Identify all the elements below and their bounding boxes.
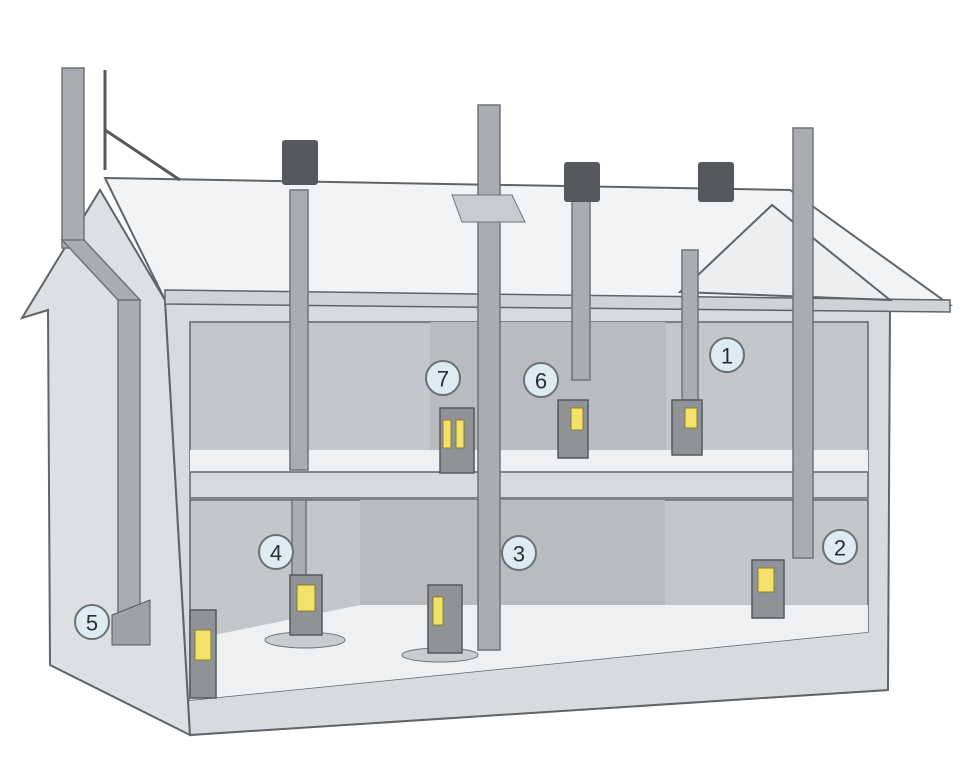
svg-text:2: 2 [834, 536, 846, 561]
svg-text:5: 5 [86, 611, 98, 636]
external-flue-lower [117, 299, 141, 621]
wall-bracket [111, 599, 151, 646]
flue-pipe-d [681, 249, 699, 401]
svg-text:3: 3 [513, 542, 525, 567]
stove-lower-4 [264, 574, 346, 649]
stove-upper-1 [671, 399, 703, 456]
roof-flashing-b [451, 194, 526, 223]
svg-text:7: 7 [437, 367, 449, 392]
flue-pipe-b [477, 104, 501, 651]
label-4: 4 [258, 534, 294, 570]
stove-lower-3 [401, 584, 479, 663]
svg-text:6: 6 [535, 369, 547, 394]
label-2: 2 [822, 529, 858, 565]
label-5: 5 [74, 604, 110, 640]
flue-cap-a [282, 140, 318, 185]
right-gable [677, 203, 893, 302]
flue-pipe-e [792, 127, 814, 559]
flue-cap-d [698, 162, 734, 202]
external-flue-pipe [61, 67, 85, 249]
flue-pipe-a-lower [291, 499, 307, 581]
svg-text:4: 4 [270, 541, 282, 566]
label-1: 1 [709, 337, 745, 373]
flue-pipe-c [571, 189, 591, 381]
label-3: 3 [501, 535, 537, 571]
flue-cap-c [564, 162, 600, 202]
svg-text:1: 1 [721, 344, 733, 369]
lower-floor [190, 605, 868, 700]
floor-slab [189, 471, 869, 499]
flue-pipe-a [289, 189, 309, 471]
label-7: 7 [425, 360, 461, 396]
stove-lower-left [189, 609, 217, 699]
stove-upper-7 [439, 407, 475, 474]
roof-ladder-arm [104, 128, 181, 182]
stove-lower-2 [751, 559, 785, 619]
stove-upper-6 [557, 399, 589, 459]
label-6: 6 [523, 362, 559, 398]
